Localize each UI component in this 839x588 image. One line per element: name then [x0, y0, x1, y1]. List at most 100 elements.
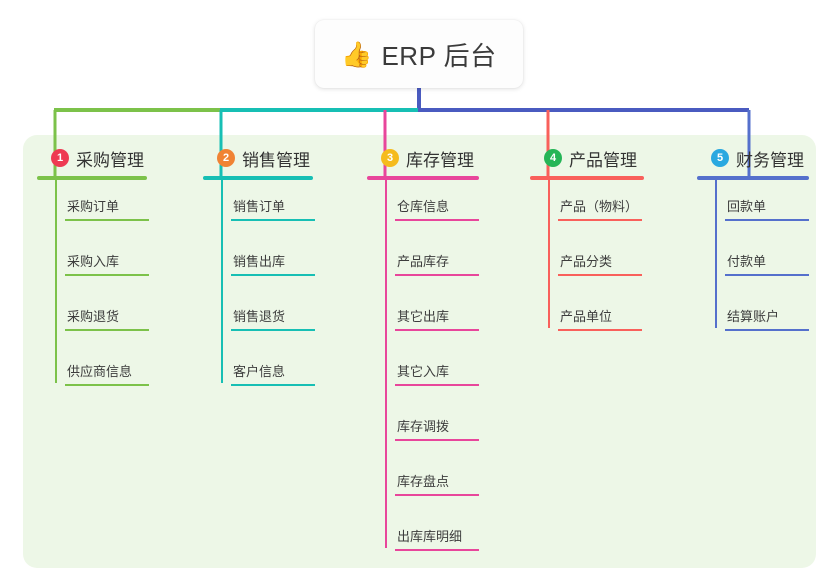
branch-item-rule — [558, 219, 642, 221]
root-node[interactable]: 👍 ERP 后台 — [315, 20, 523, 88]
branch-spine-4 — [548, 180, 550, 328]
branch-item-rule — [231, 274, 315, 276]
branch-item-rule — [725, 219, 809, 221]
branch-item-label: 采购入库 — [67, 254, 120, 269]
branch-column-1: 1 采购管理采购订单采购入库采购退货供应商信息 — [37, 146, 149, 436]
branch-spine-3 — [385, 180, 387, 548]
branch-item-label: 产品分类 — [560, 254, 613, 269]
branch-item-rule — [395, 494, 479, 496]
branch-title-3: 库存管理 — [406, 150, 474, 170]
branch-item-list-5: 回款单付款单结算账户 — [697, 180, 809, 381]
branch-item-rule — [231, 329, 315, 331]
branch-header-4[interactable]: 4 产品管理 — [530, 146, 644, 170]
branch-item-list-4: 产品（物料） 产品分类产品单位 — [530, 180, 644, 381]
branch-item[interactable]: 销售订单 — [231, 196, 315, 221]
branch-rule-3 — [367, 176, 479, 180]
branch-item-label: 销售退货 — [233, 309, 286, 324]
branch-item-label: 销售出库 — [233, 254, 286, 269]
branch-item[interactable]: 采购退货 — [65, 306, 149, 331]
branch-item-label: 其它出库 — [397, 309, 450, 324]
branch-item-rule — [65, 274, 149, 276]
branch-column-5: 5 财务管理回款单付款单结算账户 — [697, 146, 809, 381]
branch-item-rule — [231, 384, 315, 386]
branch-item[interactable]: 产品分类 — [558, 251, 642, 276]
branch-item-label: 产品（物料） — [560, 199, 639, 214]
branch-item-label: 产品库存 — [397, 254, 450, 269]
branch-title-5: 财务管理 — [736, 150, 804, 170]
branch-item[interactable]: 供应商信息 — [65, 361, 149, 386]
branch-number-badge-4: 4 — [544, 149, 562, 167]
branch-item[interactable]: 产品库存 — [395, 251, 479, 276]
branch-item[interactable]: 其它入库 — [395, 361, 479, 386]
branch-item[interactable]: 仓库信息 — [395, 196, 479, 221]
branch-item-rule — [395, 384, 479, 386]
branch-title-4: 产品管理 — [569, 150, 637, 170]
branch-number-badge-5: 5 — [711, 149, 729, 167]
thumbs-up-icon: 👍 — [341, 40, 373, 69]
branch-item-label: 库存调拨 — [397, 419, 450, 434]
branch-item-label: 供应商信息 — [67, 364, 133, 379]
branch-header-1[interactable]: 1 采购管理 — [37, 146, 147, 170]
branch-item[interactable]: 采购订单 — [65, 196, 149, 221]
branch-item-label: 出库库明细 — [397, 529, 463, 544]
branch-item-rule — [558, 329, 642, 331]
branch-item[interactable]: 结算账户 — [725, 306, 809, 331]
branch-item-rule — [558, 274, 642, 276]
branch-item-list-3: 仓库信息产品库存其它出库其它入库库存调拨库存盘点出库库明细 — [367, 180, 479, 588]
branch-spine-5 — [715, 180, 717, 328]
branch-column-2: 2 销售管理销售订单销售出库销售退货客户信息 — [203, 146, 315, 436]
branch-spine-2 — [221, 180, 223, 383]
branch-item[interactable]: 回款单 — [725, 196, 809, 221]
branch-rule-2 — [203, 176, 313, 180]
branch-item-rule — [395, 549, 479, 551]
branch-rule-5 — [697, 176, 809, 180]
branch-item[interactable]: 产品（物料） — [558, 196, 642, 221]
branch-rule-1 — [37, 176, 147, 180]
branch-item[interactable]: 出库库明细 — [395, 526, 479, 551]
branch-item-list-1: 采购订单采购入库采购退货供应商信息 — [37, 180, 149, 436]
branch-item[interactable]: 销售出库 — [231, 251, 315, 276]
root-title: ERP 后台 — [381, 40, 497, 71]
branch-item-rule — [65, 384, 149, 386]
branch-number-badge-3: 3 — [381, 149, 399, 167]
branch-column-3: 3 库存管理仓库信息产品库存其它出库其它入库库存调拨库存盘点出库库明细 — [367, 146, 479, 588]
branch-item-label: 销售订单 — [233, 199, 286, 214]
branch-item-rule — [395, 439, 479, 441]
branch-title-1: 采购管理 — [76, 150, 144, 170]
branch-item-rule — [231, 219, 315, 221]
branch-item-rule — [65, 329, 149, 331]
branch-item[interactable]: 库存调拨 — [395, 416, 479, 441]
branch-header-3[interactable]: 3 库存管理 — [367, 146, 479, 170]
branch-item[interactable]: 其它出库 — [395, 306, 479, 331]
branch-item-rule — [65, 219, 149, 221]
branch-item[interactable]: 库存盘点 — [395, 471, 479, 496]
branch-item-label: 采购退货 — [67, 309, 120, 324]
branch-item[interactable]: 产品单位 — [558, 306, 642, 331]
branch-item-label: 付款单 — [727, 254, 767, 269]
branch-item-rule — [395, 219, 479, 221]
branch-item[interactable]: 付款单 — [725, 251, 809, 276]
branch-number-badge-2: 2 — [217, 149, 235, 167]
branch-item-list-2: 销售订单销售出库销售退货客户信息 — [203, 180, 315, 436]
branch-item-label: 产品单位 — [560, 309, 613, 324]
branch-column-4: 4 产品管理产品（物料） 产品分类产品单位 — [530, 146, 644, 381]
branch-title-2: 销售管理 — [242, 150, 310, 170]
branch-item-rule — [725, 274, 809, 276]
branch-item[interactable]: 销售退货 — [231, 306, 315, 331]
branch-item[interactable]: 采购入库 — [65, 251, 149, 276]
branch-item-rule — [395, 329, 479, 331]
branch-item-label: 其它入库 — [397, 364, 450, 379]
branch-item-label: 库存盘点 — [397, 474, 450, 489]
branch-spine-1 — [55, 180, 57, 383]
branch-item-rule — [395, 274, 479, 276]
branch-item-label: 回款单 — [727, 199, 767, 214]
branch-item-label: 客户信息 — [233, 364, 286, 379]
branch-item[interactable]: 客户信息 — [231, 361, 315, 386]
branch-header-2[interactable]: 2 销售管理 — [203, 146, 313, 170]
branch-item-label: 采购订单 — [67, 199, 120, 214]
branch-header-5[interactable]: 5 财务管理 — [697, 146, 809, 170]
branch-item-rule — [725, 329, 809, 331]
branch-number-badge-1: 1 — [51, 149, 69, 167]
branch-rule-4 — [530, 176, 644, 180]
